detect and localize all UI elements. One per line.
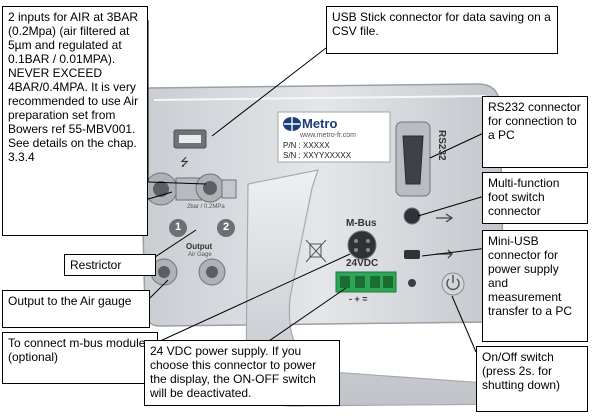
input-1-marker: [169, 219, 187, 237]
mbus-connector: [347, 230, 377, 260]
power-button: [441, 272, 465, 296]
brand-logo: Metro: [302, 116, 338, 131]
brand-website: www.metro-fr.com: [300, 132, 357, 139]
power-led: [408, 279, 416, 287]
input-2-marker: [217, 219, 235, 237]
vdc-port-label: 24VDC: [346, 258, 379, 269]
callout-foot-switch: Multi-function foot switch connector: [482, 172, 588, 224]
input-1-label: 1: [175, 221, 182, 233]
serial-number: S/N : XXYYXXXXX: [283, 151, 352, 160]
part-number: P/N : XXXXX: [283, 141, 330, 150]
foot-switch-jack: [403, 207, 421, 225]
callout-power-supply: 24 VDC power supply. If you choose this …: [144, 340, 340, 406]
input-2-label: 2: [223, 221, 230, 233]
mbus-port-label: M-Bus: [346, 218, 377, 229]
output-label: Output: [186, 242, 213, 251]
callout-air-inputs: 2 inputs for AIR at 3BAR (0.2Mpa) (air f…: [2, 6, 148, 236]
mini-usb-port: [404, 250, 420, 259]
rs232-connector: [395, 121, 431, 197]
pressure-label: 2bar / 0.2MPa: [187, 204, 225, 210]
metro-logo-icon: [283, 117, 301, 131]
weee-bin-icon: [305, 239, 327, 263]
air-gage-label: Air Gage: [188, 252, 212, 258]
polarity-label: - + =: [349, 294, 368, 304]
callout-onoff-switch: On/Off switch (press 2s. for shutting do…: [476, 346, 588, 412]
rs232-port-label: RS232: [436, 130, 447, 161]
callout-rs232: RS232 connector for connection to a PC: [482, 96, 588, 168]
callout-mbus-modules: To connect m-bus modules (optional): [2, 332, 158, 384]
callout-air-gauge-output: Output to the Air gauge: [2, 290, 150, 328]
air-input-fittings: [144, 172, 237, 206]
output-fittings: [150, 258, 226, 286]
power-terminal-block: [335, 271, 397, 293]
callout-usb-stick: USB Stick connector for data saving on a…: [326, 6, 558, 54]
svg-text:⭍: ⭍: [180, 156, 189, 169]
callout-restrictor: Restrictor: [64, 254, 156, 276]
callout-mini-usb: Mini-USB connector for power supply and …: [482, 230, 588, 342]
